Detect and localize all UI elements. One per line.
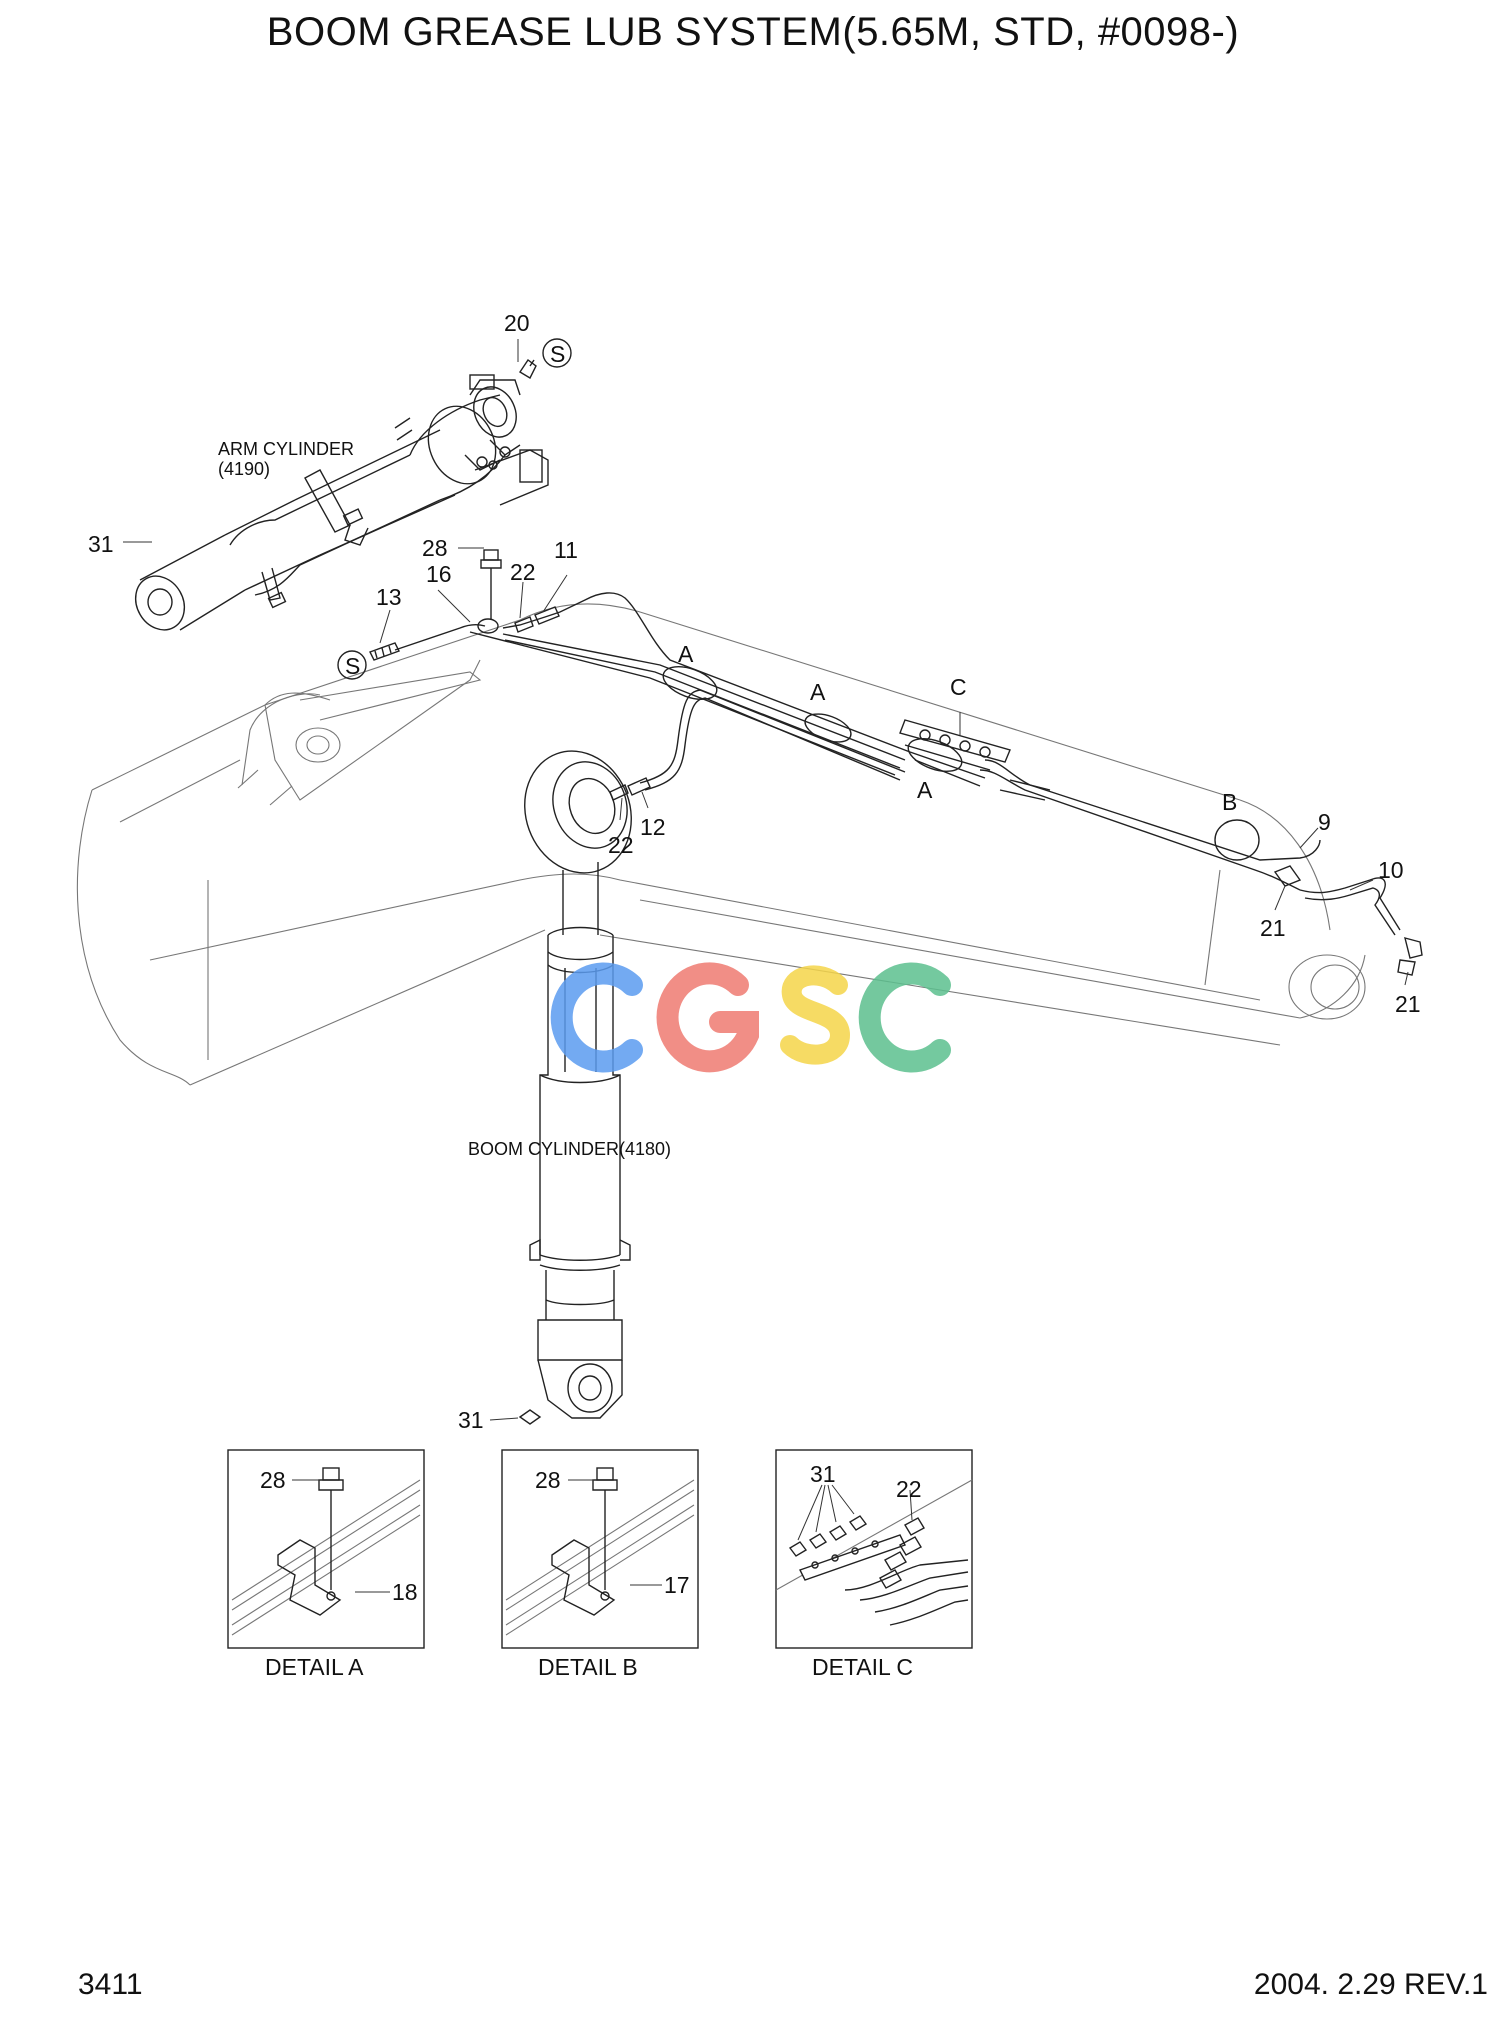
- callout-s-left: S: [345, 653, 360, 679]
- watermark-logo: [550, 962, 951, 1073]
- callout-31-boom: 31: [458, 1407, 484, 1433]
- callout-13: 13: [376, 584, 402, 610]
- detail-c-nipple-label: 31: [810, 1461, 836, 1487]
- page-title: BOOM GREASE LUB SYSTEM(5.65M, STD, #0098…: [266, 10, 1240, 54]
- callout-c: C: [950, 674, 967, 700]
- callout-a-1: A: [678, 641, 694, 667]
- callout-22-mid: 22: [608, 832, 634, 858]
- boom-cylinder-caption: BOOM CYLINDER(4180): [468, 1139, 671, 1159]
- stop-symbol-left: [337, 650, 367, 680]
- detail-c-hose-label: 22: [896, 1476, 922, 1502]
- revision-date: 2004. 2.29 REV.1: [1253, 1968, 1488, 2001]
- callout-16: 16: [426, 561, 452, 587]
- callout-20: 20: [504, 310, 530, 336]
- callout-22-top: 22: [510, 559, 536, 585]
- detail-b-clip-label: 17: [664, 1572, 690, 1598]
- boom-structure: [76, 603, 1366, 1086]
- callout-a-3: A: [917, 777, 933, 803]
- arm-cylinder-number: (4190): [218, 459, 270, 479]
- leader-lines: [123, 339, 1409, 1421]
- arm-cylinder: [134, 358, 549, 631]
- callout-31-arm: 31: [88, 531, 114, 557]
- detail-c-panel: 31 22 DETAIL C: [775, 1449, 973, 1680]
- callout-a-2: A: [810, 679, 826, 705]
- callout-12: 12: [640, 814, 666, 840]
- detail-b-bolt-label: 28: [535, 1467, 561, 1493]
- detail-a-caption: DETAIL A: [265, 1654, 364, 1680]
- callout-21-b: 21: [1395, 991, 1421, 1017]
- detail-a-bolt-label: 28: [260, 1467, 286, 1493]
- callout-28: 28: [422, 535, 448, 561]
- callout-b: B: [1222, 789, 1237, 815]
- detail-b-caption: DETAIL B: [538, 1654, 638, 1680]
- stop-symbol-top: [542, 338, 572, 368]
- callout-labels: 20 S ARM CYLINDER (4190) 31 28 16 22 11 …: [88, 310, 1421, 1433]
- page-number: 3411: [78, 1968, 143, 2001]
- callout-11: 11: [554, 537, 578, 563]
- detail-a-panel: 28 18 DETAIL A: [227, 1449, 425, 1680]
- detail-c-caption: DETAIL C: [812, 1654, 913, 1680]
- grease-lines: [369, 549, 1423, 976]
- callout-s-top: S: [550, 341, 565, 367]
- detail-a-clip-label: 18: [392, 1579, 418, 1605]
- arm-cylinder-caption: ARM CYLINDER: [218, 439, 354, 459]
- callout-10: 10: [1378, 857, 1404, 883]
- callout-21-a: 21: [1260, 915, 1286, 941]
- detail-b-panel: 28 17 DETAIL B: [501, 1449, 699, 1680]
- callout-9: 9: [1318, 809, 1331, 835]
